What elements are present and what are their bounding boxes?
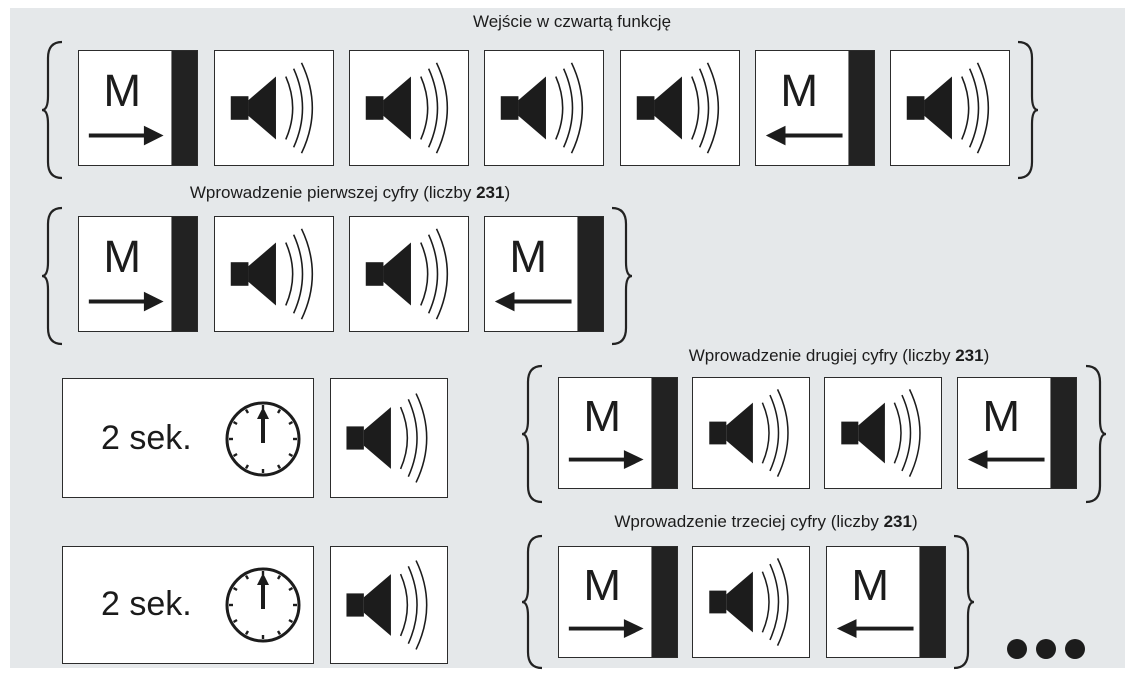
timer-label: 2 sek.: [101, 419, 192, 457]
m-letter: M: [103, 231, 141, 282]
caption-function-entry: Wejście w czwartą funkcję: [472, 12, 672, 31]
clock-icon: [225, 401, 301, 477]
timer-box: 2 sek.: [62, 378, 314, 498]
brace-right: [1017, 40, 1039, 180]
ellipsis-icon: [1007, 639, 1085, 659]
speaker-icon: [214, 50, 334, 166]
caption-first-digit: Wprowadzenie pierwszej cyfry (liczby 231…: [189, 183, 511, 202]
brace-left: [521, 364, 543, 504]
m-arrow-left-icon: M: [484, 216, 604, 332]
brace-left: [521, 534, 543, 670]
speaker-icon: [349, 50, 469, 166]
timer-label: 2 sek.: [101, 585, 192, 623]
speaker-icon: [692, 377, 810, 489]
m-arrow-left-icon: M: [826, 546, 946, 658]
m-arrow-left-icon: M: [957, 377, 1077, 489]
speaker-icon: [824, 377, 942, 489]
m-arrow-left-icon: M: [755, 50, 875, 166]
m-arrow-right-icon: M: [78, 216, 198, 332]
m-letter: M: [780, 65, 818, 116]
m-arrow-right-icon: M: [558, 546, 678, 658]
speaker-icon: [484, 50, 604, 166]
m-arrow-right-icon: M: [558, 377, 678, 489]
caption-second-digit: Wprowadzenie drugiej cyfry (liczby 231): [688, 346, 990, 365]
speaker-icon: [692, 546, 810, 658]
speaker-icon: [214, 216, 334, 332]
m-arrow-right-icon: M: [78, 50, 198, 166]
m-letter: M: [509, 231, 547, 282]
timer-box: 2 sek.: [62, 546, 314, 664]
speaker-icon: [330, 546, 448, 664]
speaker-icon: [890, 50, 1010, 166]
speaker-icon: [330, 378, 448, 498]
m-letter: M: [583, 393, 621, 441]
brace-right: [1085, 364, 1107, 504]
m-letter: M: [583, 562, 621, 610]
caption-third-digit: Wprowadzenie trzeciej cyfry (liczby 231): [614, 512, 918, 531]
m-letter: M: [982, 393, 1020, 441]
m-letter: M: [103, 65, 141, 116]
brace-right: [953, 534, 975, 670]
brace-left: [41, 206, 63, 346]
speaker-icon: [620, 50, 740, 166]
brace-left: [41, 40, 63, 180]
m-letter: M: [851, 562, 889, 610]
clock-icon: [225, 567, 301, 643]
speaker-icon: [349, 216, 469, 332]
brace-right: [611, 206, 633, 346]
